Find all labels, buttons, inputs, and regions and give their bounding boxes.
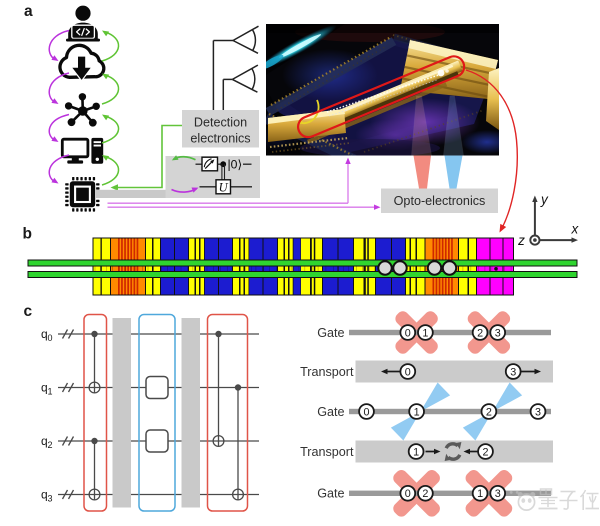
svg-text:3: 3 — [535, 406, 541, 418]
svg-text:z: z — [517, 233, 525, 248]
svg-text:3: 3 — [48, 494, 53, 504]
svg-text:2: 2 — [486, 406, 492, 418]
svg-text:2: 2 — [48, 440, 53, 450]
svg-text:Detection: Detection — [194, 116, 247, 130]
svg-text:Transport: Transport — [300, 365, 354, 379]
svg-text:electronics: electronics — [190, 132, 250, 146]
svg-text:q: q — [41, 327, 48, 341]
svg-text:1: 1 — [414, 406, 420, 418]
svg-text:1: 1 — [48, 387, 53, 397]
svg-text:b: b — [23, 225, 32, 242]
svg-text:0: 0 — [363, 406, 369, 418]
svg-text:1: 1 — [477, 488, 483, 500]
svg-text:q: q — [41, 381, 48, 395]
svg-text:x: x — [571, 222, 580, 237]
svg-text:a: a — [24, 3, 33, 20]
svg-text:3: 3 — [495, 488, 501, 500]
svg-text:q: q — [41, 488, 48, 502]
svg-text:3: 3 — [510, 366, 516, 378]
svg-text:2: 2 — [482, 446, 488, 458]
svg-text:q: q — [41, 434, 48, 448]
svg-text:c: c — [24, 303, 33, 320]
svg-text:y: y — [540, 192, 549, 207]
svg-text:1: 1 — [413, 446, 419, 458]
svg-text:3: 3 — [495, 327, 501, 339]
svg-text:0: 0 — [405, 327, 411, 339]
svg-text:1: 1 — [422, 327, 428, 339]
svg-text:Transport: Transport — [300, 445, 354, 459]
svg-text:2: 2 — [422, 488, 428, 500]
svg-text:2: 2 — [477, 327, 483, 339]
svg-text:Gate: Gate — [317, 326, 344, 340]
svg-text:0: 0 — [48, 333, 53, 343]
svg-text:0: 0 — [405, 488, 411, 500]
svg-text:Opto-electronics: Opto-electronics — [394, 194, 486, 208]
svg-text:|0⟩: |0⟩ — [228, 158, 243, 172]
svg-text:0: 0 — [405, 366, 411, 378]
svg-text:Gate: Gate — [317, 487, 344, 501]
svg-text:U: U — [219, 181, 229, 195]
svg-text:Gate: Gate — [317, 405, 344, 419]
